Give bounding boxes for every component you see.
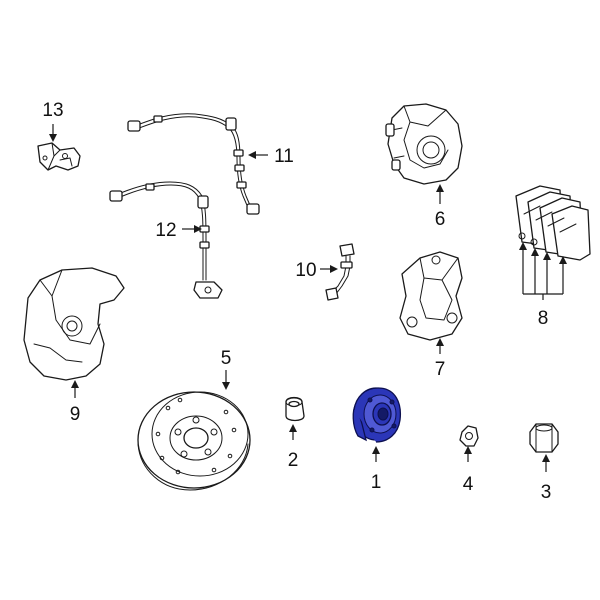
callout-7[interactable]: 7 — [435, 359, 446, 380]
rotor-part[interactable] — [137, 391, 251, 491]
bracket-part[interactable] — [37, 142, 81, 171]
arrow-12 — [194, 225, 202, 233]
brake-hose-part[interactable] — [325, 243, 355, 301]
arrow-8b — [531, 248, 539, 256]
bolt-part[interactable] — [529, 423, 559, 453]
arrow-8a — [519, 242, 527, 250]
seal-cap-part[interactable] — [285, 396, 305, 422]
arrow-3 — [542, 454, 550, 462]
arrow-10 — [330, 265, 338, 273]
callout-4[interactable]: 4 — [463, 474, 474, 495]
arrow-4 — [464, 446, 472, 454]
callout-8[interactable]: 8 — [538, 308, 549, 329]
wear-sensor-upper-part[interactable] — [127, 113, 260, 215]
wheel-hub-part[interactable] — [352, 387, 402, 443]
callout-9[interactable]: 9 — [70, 404, 81, 425]
arrow-2 — [289, 424, 297, 432]
arrow-1 — [372, 446, 380, 454]
arrow-8c — [543, 252, 551, 260]
callout-11[interactable]: 11 — [274, 146, 294, 167]
callout-3[interactable]: 3 — [541, 482, 552, 503]
callout-5[interactable]: 5 — [221, 348, 232, 369]
wear-sensor-lower-part[interactable] — [109, 181, 223, 299]
arrow-8d — [559, 256, 567, 264]
callout-1[interactable]: 1 — [371, 472, 382, 493]
arrow-13 — [49, 134, 57, 142]
caliper-part[interactable] — [385, 103, 463, 185]
callout-13[interactable]: 13 — [42, 100, 63, 121]
callout-12[interactable]: 12 — [155, 220, 176, 241]
splash-shield-part[interactable] — [23, 267, 125, 381]
callout-2[interactable]: 2 — [288, 450, 299, 471]
caliper-bracket-part[interactable] — [399, 251, 463, 341]
leader-8 — [522, 250, 564, 300]
arrow-6 — [436, 184, 444, 192]
callout-10[interactable]: 10 — [295, 260, 316, 281]
brake-pads-part[interactable] — [515, 185, 591, 261]
arrow-11 — [248, 151, 256, 159]
nut-part[interactable] — [459, 425, 479, 447]
arrow-5 — [222, 382, 230, 390]
arrow-7 — [436, 338, 444, 346]
arrow-9 — [71, 380, 79, 388]
callout-6[interactable]: 6 — [435, 209, 446, 230]
